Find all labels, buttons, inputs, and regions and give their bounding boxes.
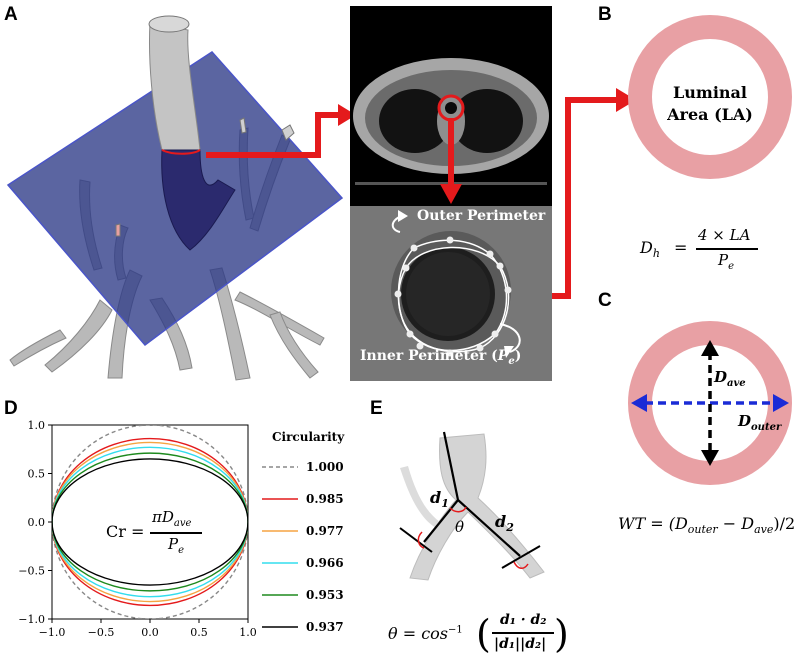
x-tick-label-0: −1.0: [39, 626, 66, 639]
airway-3d-model: [6, 15, 344, 381]
series-ellipse-2: [52, 441, 248, 603]
wt-minus: − D: [717, 514, 755, 533]
zoomed-airway-image: [350, 206, 552, 381]
d1-symbol: d: [430, 488, 442, 507]
d-ave-symbol: D: [714, 368, 728, 386]
wt-lhs: WT = (D: [618, 514, 688, 533]
series-ellipse-1: [52, 437, 248, 607]
x-tick-label-2: 0.0: [141, 626, 159, 639]
angle-fraction-bar: [492, 632, 554, 634]
d-ave-label: Dave: [714, 368, 746, 389]
panel-label-c: C: [598, 290, 612, 311]
circularity-chart: −1.0 −0.5 0.0 0.5 1.0 1.0 0.5 0.0 −0.5 −1.0 1.000 0…: [18, 419, 344, 639]
d1-label: d1: [430, 488, 449, 510]
d2-symbol: d: [495, 512, 507, 531]
d-outer-label: Douter: [738, 412, 781, 433]
y-tick-label-3: −0.5: [18, 565, 45, 578]
wt-end: )/2: [773, 514, 796, 533]
wall-thickness-formula: WT = (Douter − Dave)/2: [618, 514, 795, 536]
d2-sub: 2: [506, 521, 514, 535]
theta-label: θ: [455, 518, 465, 536]
wt-outer-sub: outer: [687, 523, 718, 537]
angle-formula: θ = cos−1 ( d₁ · d₂ |d₁||d₂| ): [388, 610, 569, 658]
x-tick-label-3: 0.5: [190, 626, 208, 639]
inner-perimeter-text: Inner Perimeter (: [360, 348, 498, 364]
dh-fraction-bar: [696, 248, 758, 250]
luminal-line1: Luminal: [673, 83, 747, 102]
wall-thickness-diagram: [628, 321, 792, 485]
x-tick-label-1: −0.5: [88, 626, 115, 639]
legend-title: Circularity: [272, 430, 345, 444]
y-tick-label-2: 0.0: [28, 516, 46, 529]
dh-equals: =: [674, 238, 688, 257]
outer-perimeter-label: Outer Perimeter: [417, 208, 546, 224]
y-tick-label-0: 1.0: [28, 419, 46, 432]
cr-den: P: [168, 535, 179, 553]
angle-paren-open: (: [476, 612, 491, 656]
panel-label-a: A: [4, 4, 18, 25]
cr-den-sub: e: [178, 545, 185, 556]
panel-label-b: B: [598, 4, 612, 25]
dh-sub: h: [652, 247, 660, 261]
d-outer-symbol: D: [738, 412, 752, 430]
wt-ave-sub: ave: [754, 523, 774, 537]
d-ave-sub: ave: [727, 378, 746, 389]
angle-denominator: |d₁||d₂|: [494, 636, 547, 652]
legend-entry-1: 0.985: [306, 492, 344, 506]
legend-entry-4: 0.953: [306, 588, 344, 602]
hydraulic-diameter-formula: Dh = 4 × LA Pe: [640, 226, 780, 276]
inner-perimeter-close: ): [514, 348, 522, 364]
d1-sub: 1: [441, 497, 449, 511]
legend-entry-2: 0.977: [306, 524, 344, 538]
inner-perimeter-symbol: P: [497, 348, 509, 364]
panel-label-d: D: [4, 398, 18, 419]
luminal-line2: Area (LA): [667, 105, 753, 124]
cr-fraction-bar: [150, 532, 202, 534]
dh-numerator: 4 × LA: [698, 226, 751, 244]
series-ellipse-5: [52, 458, 248, 586]
luminal-area-ring: [628, 15, 792, 179]
angle-numerator: d₁ · d₂: [500, 612, 547, 628]
inner-perimeter-label: Inner Perimeter (Pe): [360, 348, 521, 367]
panel-label-e: E: [370, 398, 383, 419]
cr-num-sub: ave: [173, 518, 192, 529]
angle-formula-sup: −1: [448, 624, 463, 636]
cr-num: πD: [152, 508, 174, 526]
cr-lhs: Cr =: [106, 522, 145, 541]
y-tick-label-4: −1.0: [18, 613, 45, 626]
d-outer-sub: outer: [751, 422, 782, 433]
angle-paren-close: ): [554, 612, 569, 656]
dh-symbol: D: [640, 238, 653, 257]
d2-label: d2: [495, 512, 514, 534]
dh-den-sub: e: [728, 261, 735, 272]
angle-formula-lhs: θ = cos: [388, 624, 449, 643]
inner-perimeter-sub: e: [508, 355, 515, 367]
series-ellipse-4: [52, 452, 248, 592]
y-tick-label-1: 0.5: [28, 468, 46, 481]
legend-entry-5: 0.937: [306, 620, 344, 634]
x-tick-label-4: 1.0: [239, 626, 257, 639]
connector-arrow-a-ct: [206, 104, 356, 158]
legend-entry-0: 1.000: [306, 460, 344, 474]
dh-denominator: P: [718, 251, 729, 269]
connector-arrow-ct-zoom: [440, 118, 462, 204]
connector-arrow-zoom-b: [552, 88, 636, 299]
bifurcation-angle-diagram: [380, 428, 560, 588]
legend-entry-3: 0.966: [306, 556, 344, 570]
circularity-formula: Cr = πDave Pe: [106, 508, 216, 558]
series-ellipse-3: [52, 446, 248, 598]
luminal-area-label: Luminal Area (LA): [660, 82, 760, 126]
